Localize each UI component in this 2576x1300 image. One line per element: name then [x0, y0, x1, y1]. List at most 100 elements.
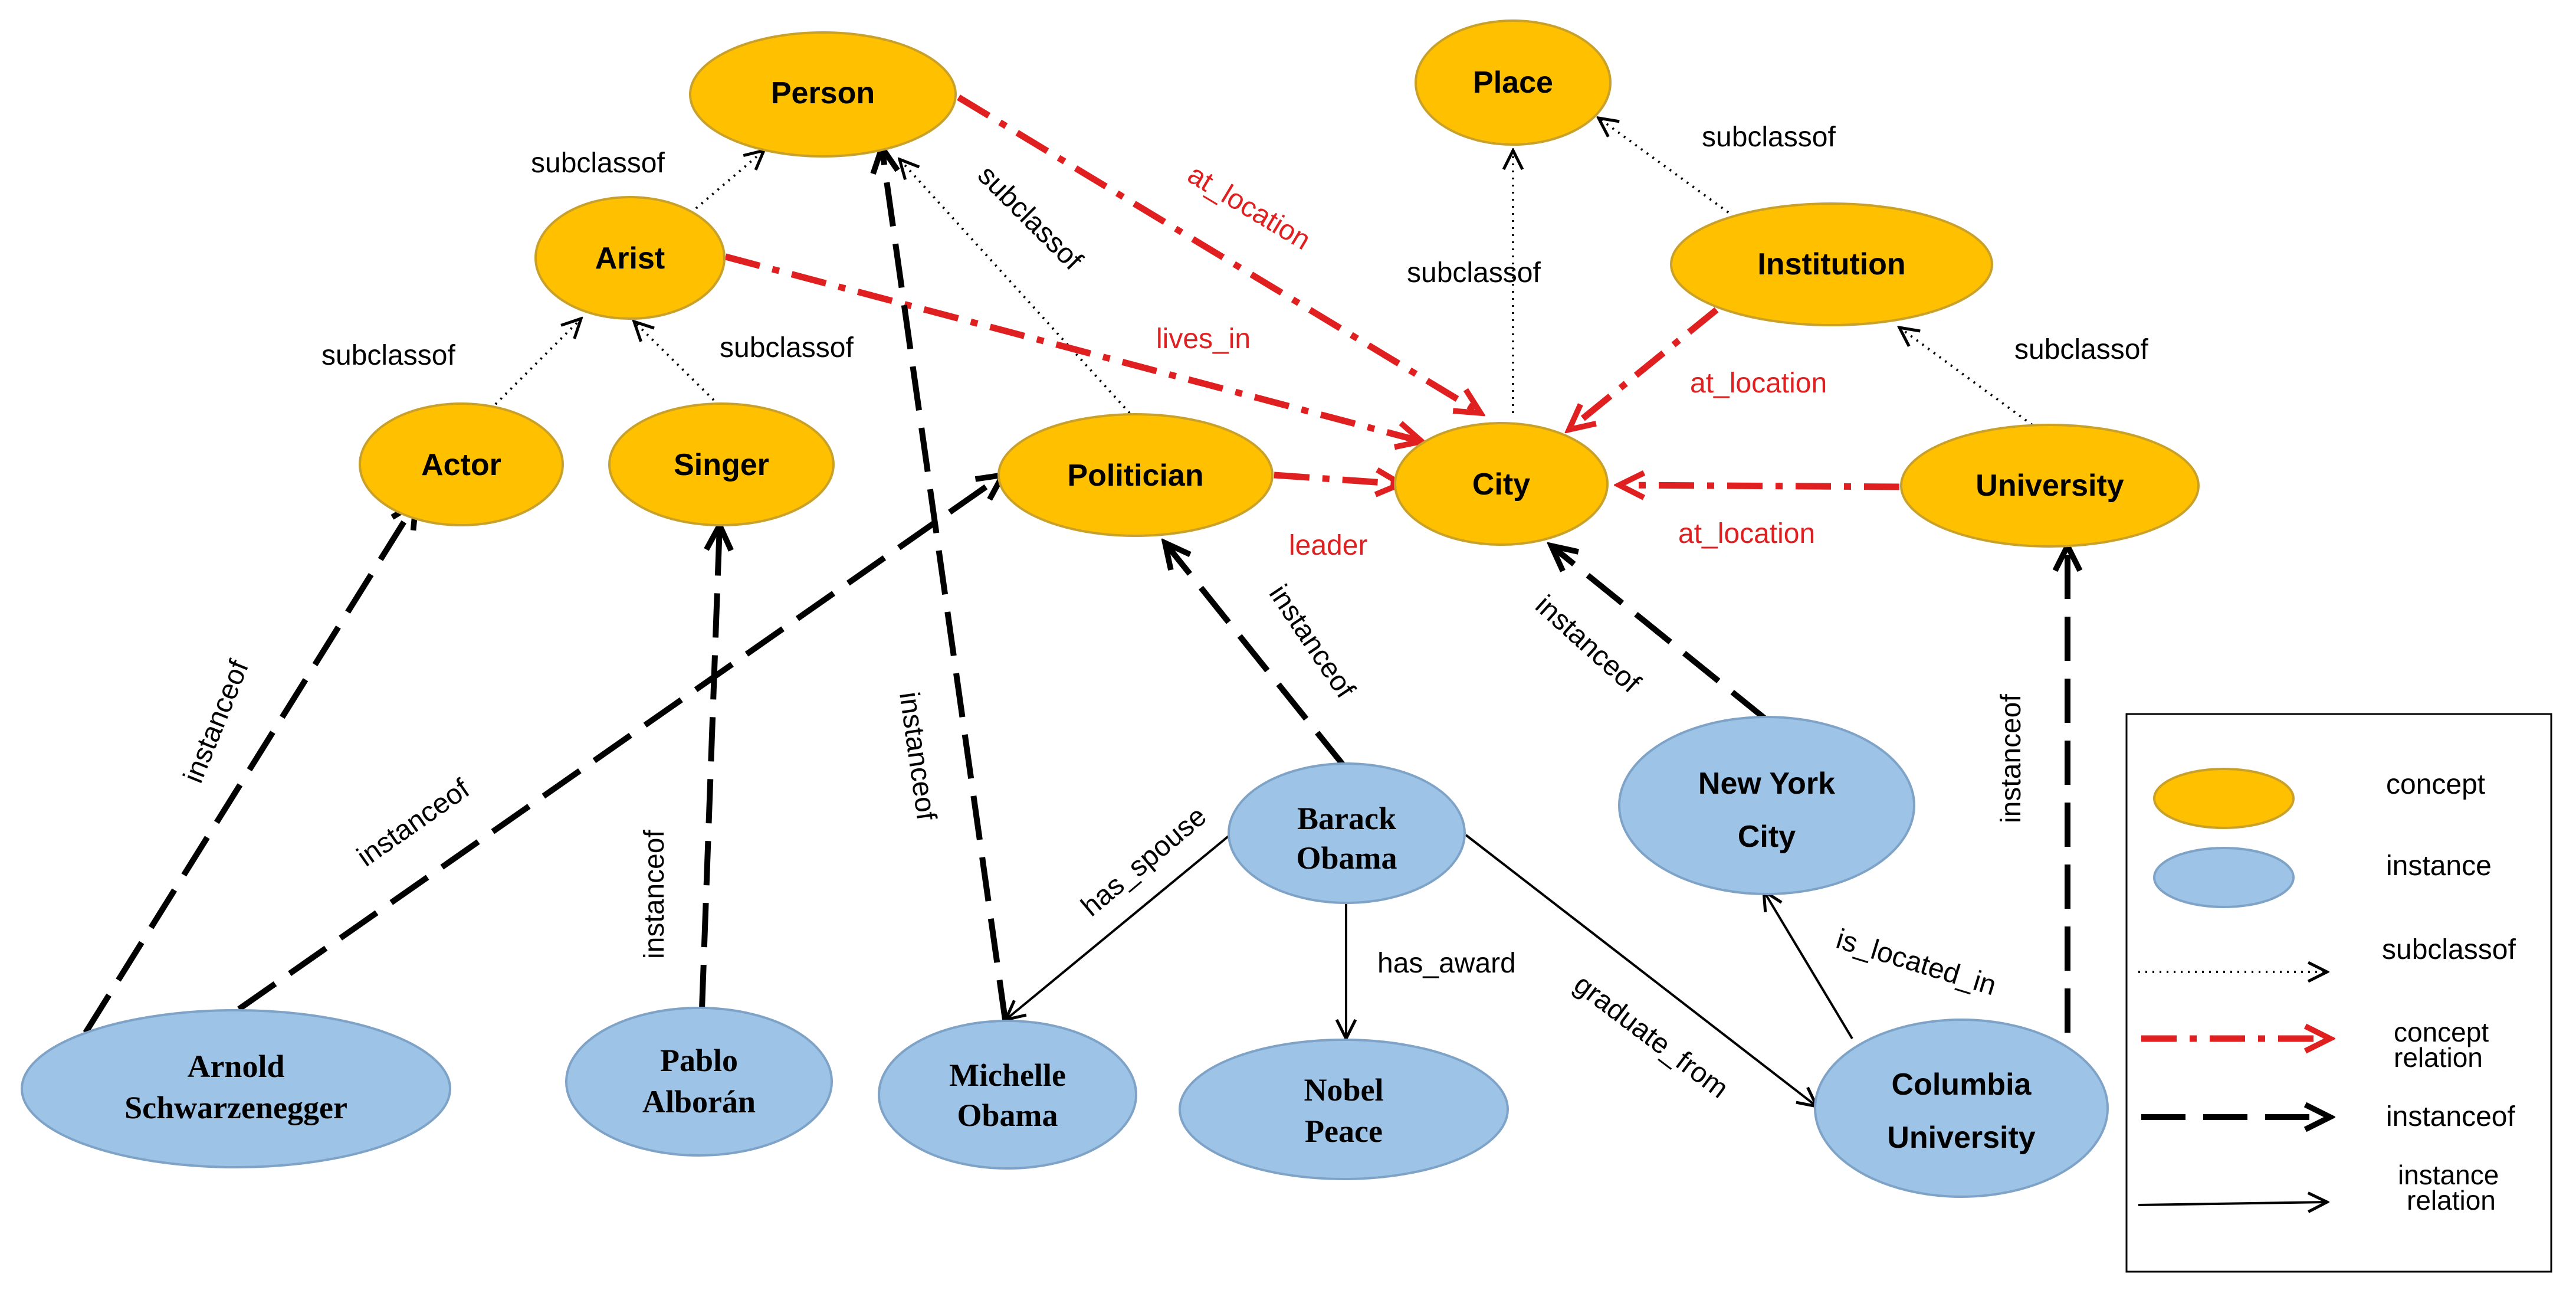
edge-university-city [1619, 485, 1900, 487]
legend-instance-relation-line1: instance [2398, 1160, 2499, 1190]
concept-arist-label: Arist [595, 241, 665, 276]
label-instanceof-newyork-city: instanceof [1530, 590, 1647, 699]
edge-barack-columbia [1465, 834, 1817, 1106]
instance-nobel-line2: Peace [1305, 1114, 1383, 1149]
label-at-location-institution-city: at_location [1690, 368, 1827, 399]
concept-politician: Politician [997, 413, 1274, 537]
concept-university: University [1900, 424, 2200, 548]
label-subclassof-actor-arist: subclassof [321, 340, 455, 371]
concept-nodes: Person Place Arist Institution Actor Sin… [359, 19, 2200, 548]
concept-singer: Singer [608, 402, 835, 526]
instance-barack: Barack Obama [1228, 762, 1466, 904]
legend-instanceof-label: instanceof [2386, 1101, 2515, 1132]
edge-arnold-actor [83, 503, 416, 1034]
instance-arnold: Arnold Schwarzenegger [21, 1009, 451, 1168]
concept-relation-edges [724, 94, 1900, 487]
label-lives-in: lives_in [1156, 323, 1251, 355]
instance-columbia-line2: University [1887, 1121, 2036, 1155]
label-subclassof-arist-person: subclassof [531, 148, 665, 179]
legend-concept-relation: concept relation [2141, 1017, 2489, 1073]
edge-university-institution [1899, 328, 2033, 426]
legend-concept-swatch [2153, 768, 2295, 829]
concept-actor-label: Actor [421, 448, 501, 482]
instance-barack-line1: Barack [1297, 801, 1396, 836]
subclassof-edges [494, 118, 2033, 426]
instance-nobel-line1: Nobel [1304, 1072, 1384, 1108]
instance-nodes: Arnold Schwarzenegger Pablo Alborán Mich… [21, 716, 2109, 1198]
instance-barack-line2: Obama [1296, 840, 1397, 876]
edge-politician-person [900, 159, 1131, 414]
legend-instanceof: instanceof [2141, 1101, 2515, 1132]
edge-pablo-singer [699, 525, 720, 1010]
legend-subclassof-label: subclassof [2382, 934, 2516, 965]
concept-city-label: City [1472, 467, 1530, 502]
concept-actor: Actor [359, 402, 564, 526]
label-subclassof-city-place: subclassof [1407, 257, 1541, 289]
instance-pablo-line2: Alborán [642, 1084, 756, 1119]
instance-newyork: New York City [1618, 716, 1915, 895]
instance-michelle-line1: Michelle [949, 1057, 1066, 1093]
instance-columbia-line1: Columbia [1892, 1067, 2032, 1102]
concept-singer-label: Singer [674, 448, 769, 482]
edge-politician-city [1274, 475, 1401, 484]
label-graduate-from: graduate_from [1568, 968, 1734, 1104]
edge-person-city [957, 94, 1481, 413]
edge-columbia-newyork [1764, 891, 1853, 1040]
edge-barack-politician [1165, 543, 1347, 769]
edge-arist-city [724, 253, 1422, 441]
instance-nobel: Nobel Peace [1179, 1039, 1509, 1180]
instance-newyork-line1: New York [1698, 767, 1835, 801]
legend-instance-relation-line [2138, 1202, 2327, 1205]
edge-singer-arist [634, 322, 715, 401]
concept-arist: Arist [534, 196, 726, 320]
concept-politician-label: Politician [1067, 459, 1203, 493]
legend-instance-relation: instance relation [2138, 1160, 2499, 1216]
edge-barack-michelle [1006, 834, 1231, 1020]
instance-relation-edges [1006, 834, 1853, 1106]
label-subclassof-university-institution: subclassof [2014, 334, 2148, 365]
concept-institution-label: Institution [1757, 247, 1905, 281]
label-instanceof-michelle-person: instanceof [893, 690, 942, 823]
instance-michelle: Michelle Obama [878, 1020, 1137, 1170]
legend: concept instance subclassof concept rela… [2125, 713, 2552, 1273]
instance-pablo-line1: Pablo [660, 1043, 738, 1078]
instanceof-edges [83, 148, 2068, 1034]
label-instanceof-pablo-singer: instanceof [639, 830, 670, 959]
label-is-located-in: is_located_in [1833, 924, 2000, 1002]
edge-actor-arist [494, 319, 581, 405]
concept-place-label: Place [1473, 66, 1553, 100]
label-has-spouse: has_spouse [1075, 800, 1212, 922]
legend-instance: instance [2153, 847, 2492, 908]
concept-person: Person [689, 31, 957, 158]
edge-arnold-politician [237, 475, 1003, 1012]
instance-michelle-line2: Obama [957, 1098, 1058, 1133]
concept-person-label: Person [771, 76, 875, 110]
legend-concept-label: concept [2386, 769, 2485, 800]
instance-columbia: Columbia University [1814, 1019, 2109, 1198]
legend-instance-label: instance [2386, 850, 2492, 882]
legend-concept-relation-line1: concept [2394, 1017, 2489, 1047]
legend-concept: concept [2153, 768, 2485, 829]
legend-subclassof: subclassof [2138, 934, 2516, 972]
instance-arnold-line1: Arnold [187, 1049, 284, 1084]
instance-arnold-line2: Schwarzenegger [124, 1090, 347, 1125]
edge-newyork-city [1551, 546, 1769, 722]
label-subclassof-politician-person: subclassof [972, 159, 1088, 276]
label-leader: leader [1289, 530, 1367, 561]
concept-city: City [1394, 422, 1609, 546]
label-at-location-university-city: at_location [1678, 518, 1815, 549]
edge-institution-city [1569, 307, 1719, 430]
label-has-award: has_award [1377, 948, 1516, 979]
legend-concept-relation-line2: relation [2394, 1042, 2483, 1073]
instance-pablo: Pablo Alborán [565, 1007, 833, 1157]
label-instanceof-arnold-actor: instanceof [178, 656, 255, 787]
concept-institution: Institution [1670, 202, 1993, 326]
edge-arist-person [695, 150, 764, 209]
edge-michelle-person [882, 148, 1009, 1024]
label-subclassof-institution-place: subclassof [1702, 122, 1836, 153]
concept-place: Place [1415, 19, 1612, 146]
instance-newyork-line2: City [1738, 820, 1796, 854]
concept-university-label: University [1976, 469, 2124, 503]
label-subclassof-singer-arist: subclassof [720, 332, 854, 364]
